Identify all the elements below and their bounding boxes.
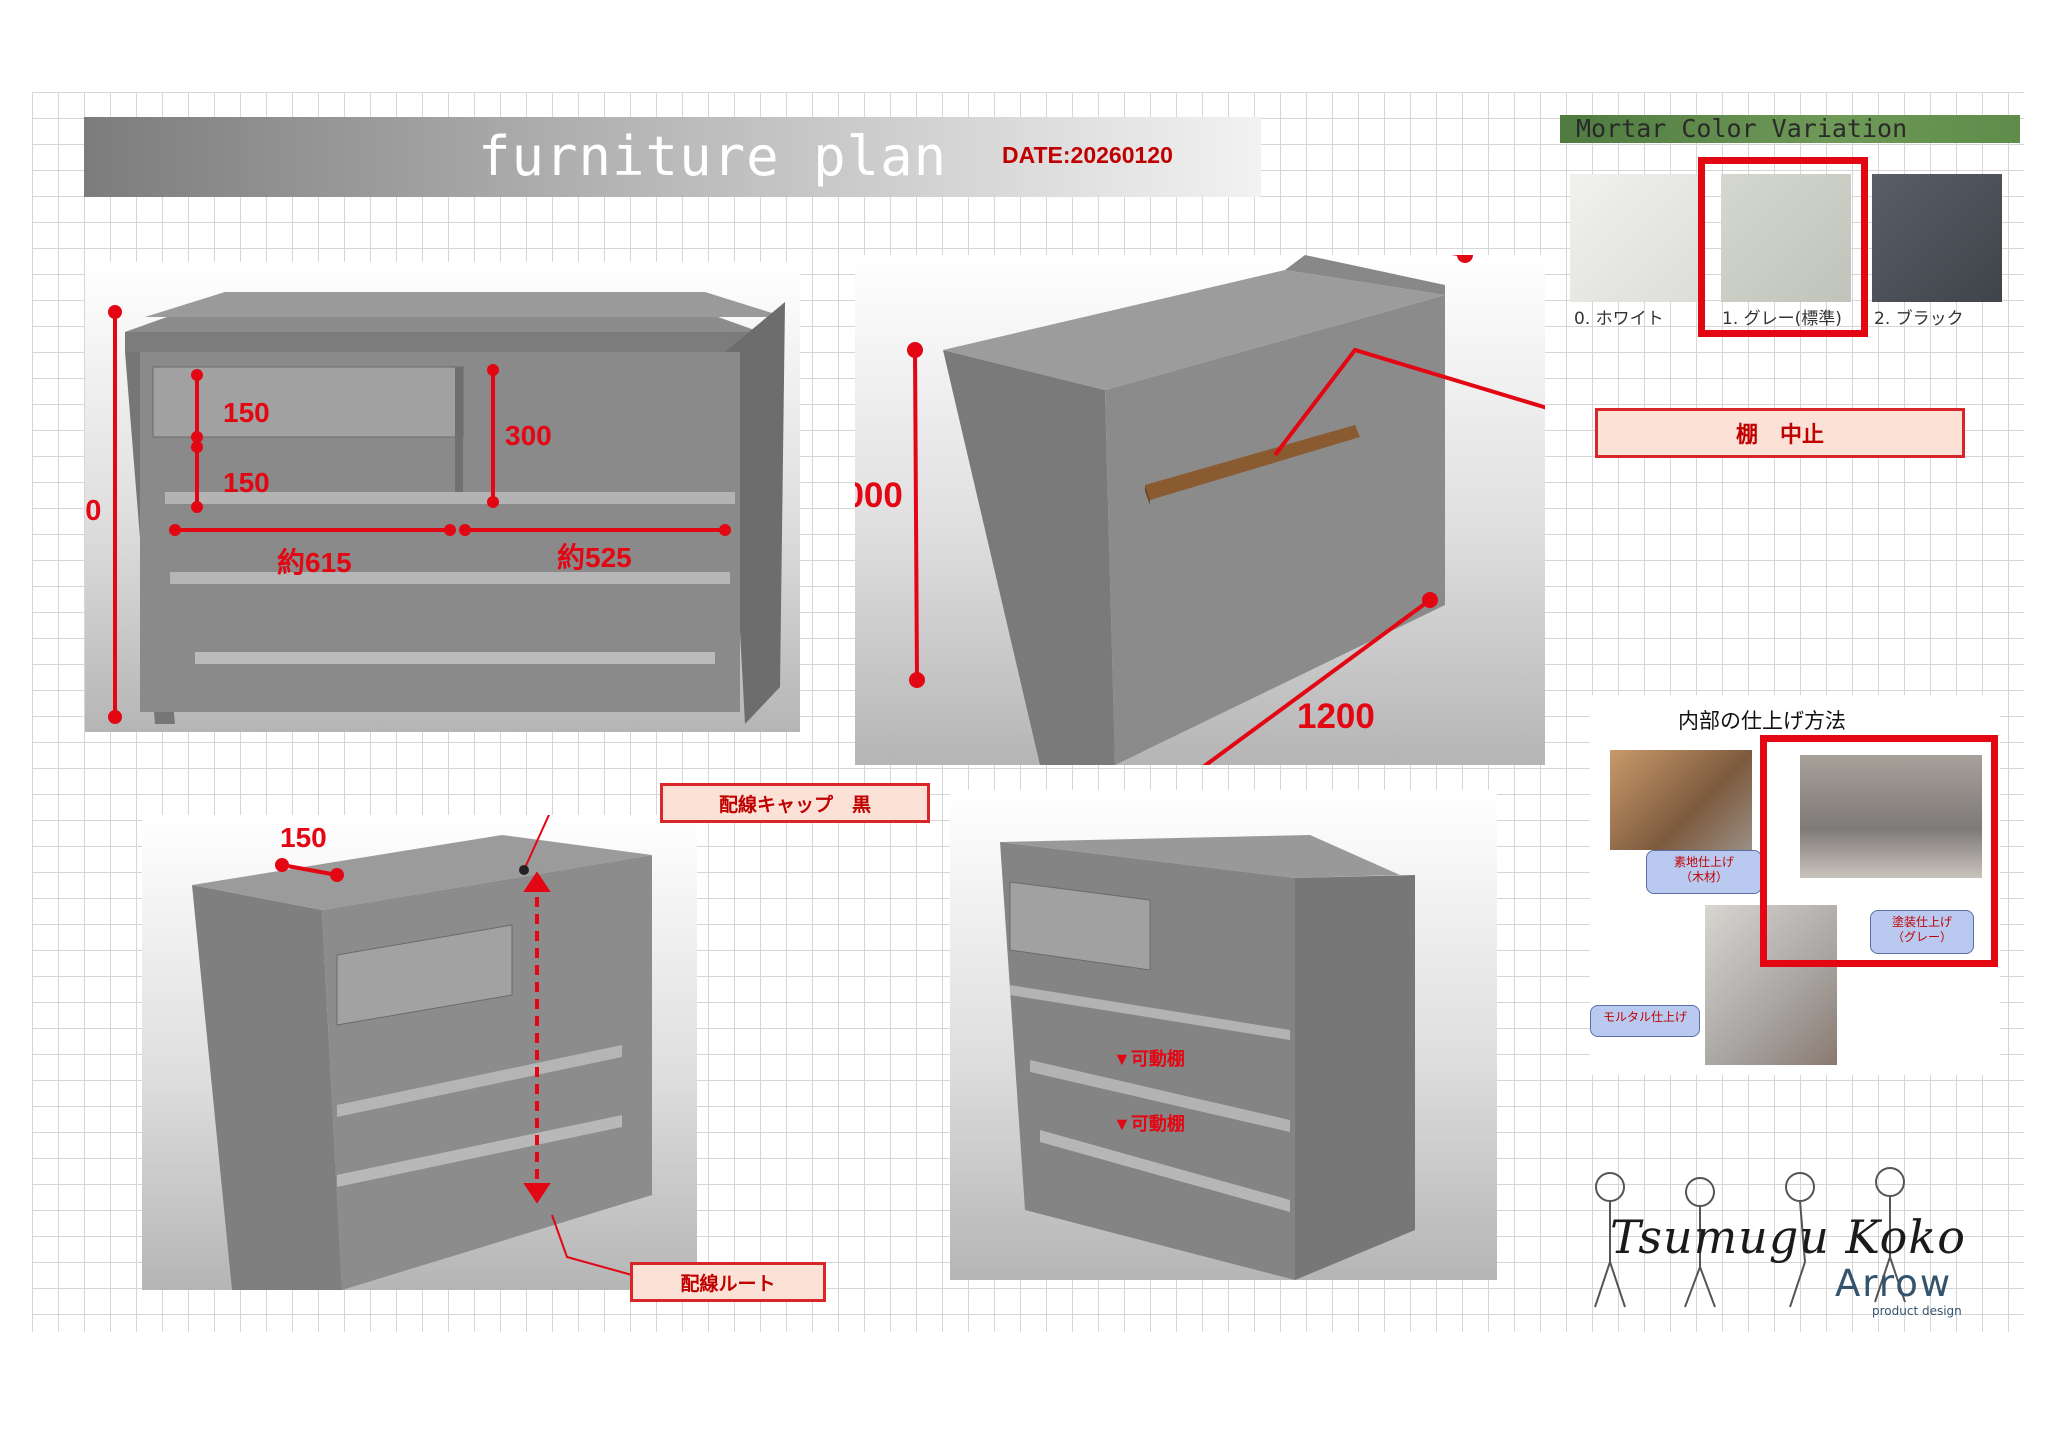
dim-shelf-150: 150	[223, 467, 270, 498]
selected-swatch-frame	[1698, 157, 1868, 337]
wire-route-callout: 配線ルート	[630, 1262, 826, 1302]
mortar-banner	[1560, 115, 2020, 143]
dim-open-300: 300	[505, 420, 552, 451]
dim-width-left: 約615	[277, 546, 352, 578]
arrow-tagline: product design	[1872, 1304, 1962, 1318]
dim-height-900: 900	[85, 495, 101, 527]
dim-height-1000: 1000	[855, 476, 903, 515]
iso-left-panel: 150	[142, 773, 697, 1290]
photo-mortar-finish	[1705, 905, 1837, 1065]
dim-width-1200: 1200	[1297, 697, 1375, 736]
photo-wood-finish	[1610, 750, 1752, 850]
swatch-white	[1570, 174, 1700, 302]
selected-finish-frame	[1760, 735, 1998, 967]
arrow-logo: Arrow	[1835, 1262, 1953, 1305]
swatch-label-gray: 1. グレー(標準)	[1722, 309, 1842, 329]
movable-shelf-label-1: ▼可動棚	[1113, 1048, 1185, 1069]
date-label: DATE:20260120	[1002, 142, 1173, 168]
swatch-label-white: 0. ホワイト	[1574, 309, 1664, 329]
dim-drawer-150: 150	[223, 397, 270, 428]
iso-right-panel: ▼可動棚 ▼可動棚	[950, 790, 1497, 1280]
movable-shelf-label-2: ▼可動棚	[1113, 1113, 1185, 1134]
bubble-wood-finish: 素地仕上げ （木材）	[1646, 850, 1762, 894]
shelf-cancel-callout: 棚 中止	[1595, 408, 1965, 458]
swatch-gray	[1721, 174, 1851, 302]
front-view-drawing: 900 150 150 300 約615 約525	[53, 292, 785, 724]
wire-cap-callout: 配線キャップ 黒	[660, 783, 930, 823]
finish-title: 内部の仕上げ方法	[1678, 709, 1846, 733]
bubble-mortar-finish: モルタル仕上げ	[1590, 1005, 1700, 1037]
photo-paint-finish	[1800, 755, 1982, 878]
swatch-label-black: 2. ブラック	[1874, 309, 1964, 329]
bubble-paint-finish: 塗装仕上げ （グレー）	[1870, 910, 1974, 954]
iso-back-panel: 500 1000 1200	[825, 199, 1578, 797]
title-bar	[84, 117, 1261, 197]
dim-width-right: 約525	[557, 541, 632, 573]
iso-back-drawing: 500 1000 1200	[825, 199, 1578, 797]
mortar-title: Mortar Color Variation	[1576, 114, 1908, 143]
swatch-black	[1872, 174, 2002, 302]
iso-right-drawing: ▼可動棚 ▼可動棚	[1000, 835, 1415, 1280]
dim-top-150: 150	[280, 822, 327, 853]
page-title: furniture plan	[478, 125, 948, 188]
iso-left-drawing: 150	[192, 773, 652, 1290]
front-view-panel: 900 150 150 300 約615 約525	[53, 262, 800, 732]
brand-illustration	[1560, 1152, 2010, 1322]
brand-signature: Tsumugu Koko	[1610, 1210, 1966, 1264]
